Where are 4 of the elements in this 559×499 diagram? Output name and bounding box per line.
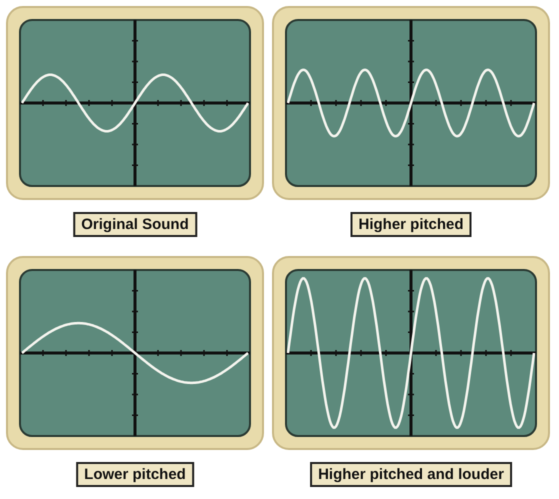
caption-label: Lower pitched [76, 462, 194, 487]
caption-label: Higher pitched [350, 212, 472, 237]
caption-label: Higher pitched and louder [310, 462, 512, 487]
caption-label: Original Sound [73, 212, 197, 237]
